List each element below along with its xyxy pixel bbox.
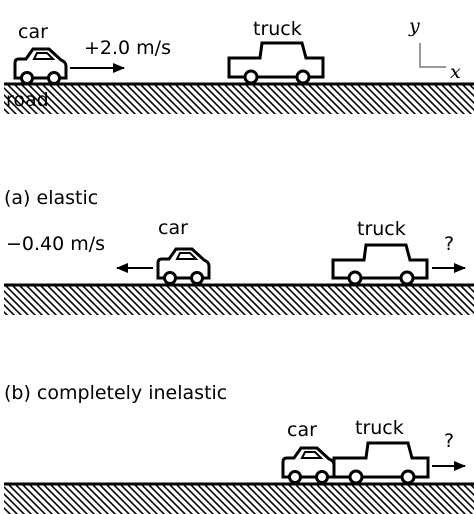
car-label: car bbox=[158, 217, 188, 239]
car-inelastic bbox=[281, 446, 336, 484]
elastic-caption: (a) elastic bbox=[4, 187, 98, 209]
scene-elastic: (a) elastic car −0.40 m/s truck ? bbox=[4, 187, 474, 315]
inelastic-caption: (b) completely inelastic bbox=[4, 382, 227, 404]
y-axis-label: y bbox=[408, 15, 420, 37]
xy-axes bbox=[419, 43, 446, 68]
car-label: car bbox=[18, 21, 48, 43]
truck-label: truck bbox=[357, 218, 406, 240]
car-velocity-label: +2.0 m/s bbox=[84, 37, 171, 59]
road-hatch bbox=[4, 285, 474, 315]
car-elastic bbox=[156, 247, 211, 285]
truck-velocity-label: ? bbox=[444, 233, 454, 255]
scene-before: car +2.0 m/s truck road y x bbox=[4, 15, 474, 114]
road-hatch bbox=[4, 84, 474, 114]
road-label: road bbox=[6, 89, 49, 111]
truck-elastic bbox=[331, 243, 429, 286]
car-before bbox=[13, 47, 68, 85]
combined-velocity-label: ? bbox=[444, 430, 454, 452]
truck-label: truck bbox=[253, 18, 302, 40]
road-hatch bbox=[4, 484, 474, 514]
truck-before bbox=[227, 41, 325, 85]
x-axis-label: x bbox=[450, 61, 461, 83]
truck-inelastic bbox=[332, 441, 430, 485]
truck-label: truck bbox=[355, 417, 404, 439]
car-label: car bbox=[287, 419, 317, 441]
scene-inelastic: (b) completely inelastic car truck ? bbox=[4, 382, 474, 514]
car-velocity-label: −0.40 m/s bbox=[6, 233, 105, 255]
